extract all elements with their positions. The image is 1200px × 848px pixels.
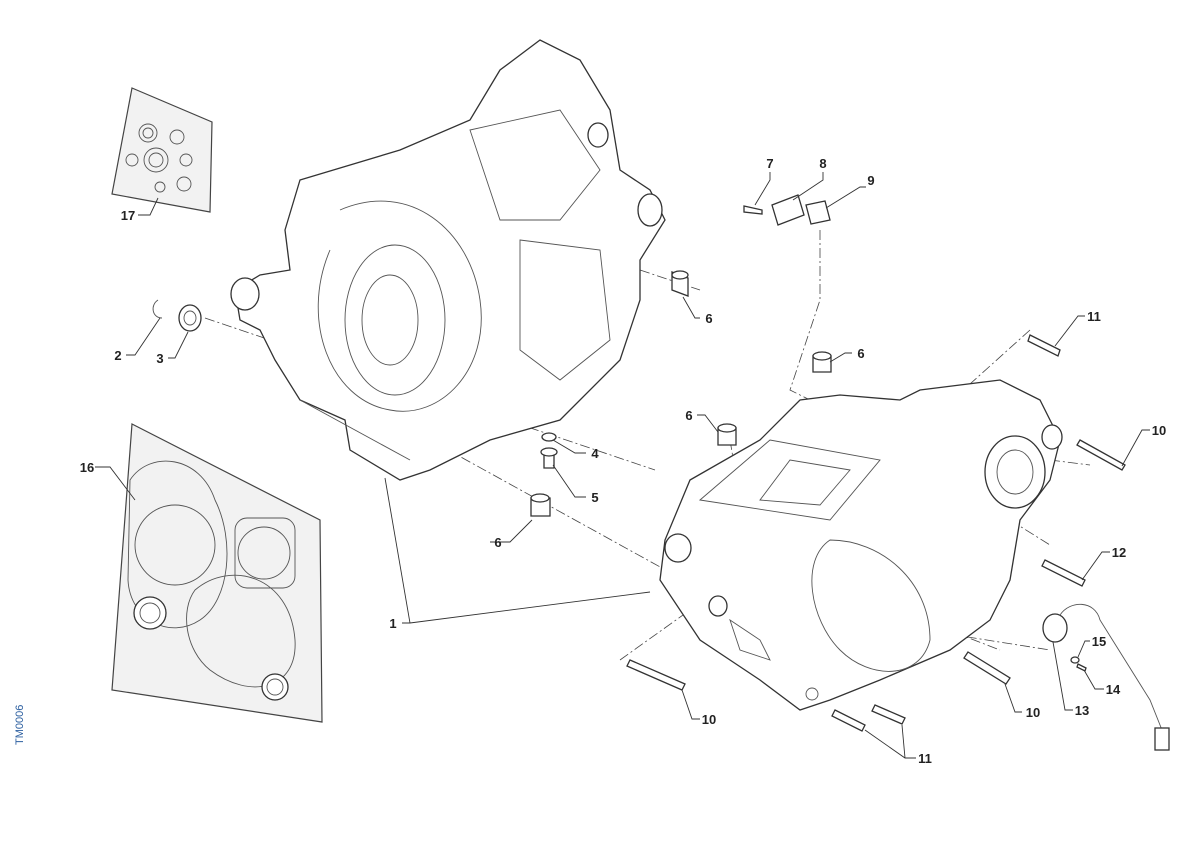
callout-11: 11 <box>918 751 932 766</box>
callout-2: 2 <box>114 348 121 363</box>
left-crankcase-half <box>230 39 666 481</box>
callout-6: 6 <box>857 346 864 361</box>
plate-8 <box>771 194 805 226</box>
callout-10: 10 <box>1152 423 1166 438</box>
callout-7: 7 <box>766 156 773 171</box>
seal-kit-17 <box>111 87 213 213</box>
callout-1: 1 <box>389 616 396 631</box>
screw-7 <box>743 205 763 215</box>
callout-13: 13 <box>1075 703 1089 718</box>
callout-14: 14 <box>1106 682 1121 697</box>
drawing-code: TM0006 <box>14 704 26 745</box>
callout-15: 15 <box>1092 634 1106 649</box>
oil-seal-3 <box>178 304 202 332</box>
callout-8: 8 <box>819 156 826 171</box>
drain-plug-5 <box>540 447 558 469</box>
callout-6: 6 <box>685 408 692 423</box>
callout-labels: 17 2 3 16 1 4 5 6 6 6 6 7 8 9 11 10 12 1… <box>80 156 1166 766</box>
right-crankcase-half <box>659 379 1063 711</box>
circlip-2 <box>152 299 163 319</box>
callout-12: 12 <box>1112 545 1126 560</box>
callout-3: 3 <box>156 351 163 366</box>
leader-lines <box>95 172 1150 759</box>
callout-16: 16 <box>80 460 94 475</box>
callout-6: 6 <box>494 535 501 550</box>
callout-10: 10 <box>1026 705 1040 720</box>
sensor-13 <box>1042 603 1170 751</box>
washer-4 <box>541 432 557 442</box>
washer-screw-14-15 <box>1070 656 1087 672</box>
callout-17: 17 <box>121 208 135 223</box>
sleeve-9 <box>805 200 831 225</box>
gasket-kit-16 <box>111 423 323 723</box>
callout-9: 9 <box>867 173 874 188</box>
callout-4: 4 <box>591 446 599 461</box>
callout-11: 11 <box>1087 309 1101 324</box>
dowel-pins-6 <box>530 270 832 517</box>
callout-6: 6 <box>705 311 712 326</box>
callout-10: 10 <box>702 712 716 727</box>
callout-5: 5 <box>591 490 598 505</box>
